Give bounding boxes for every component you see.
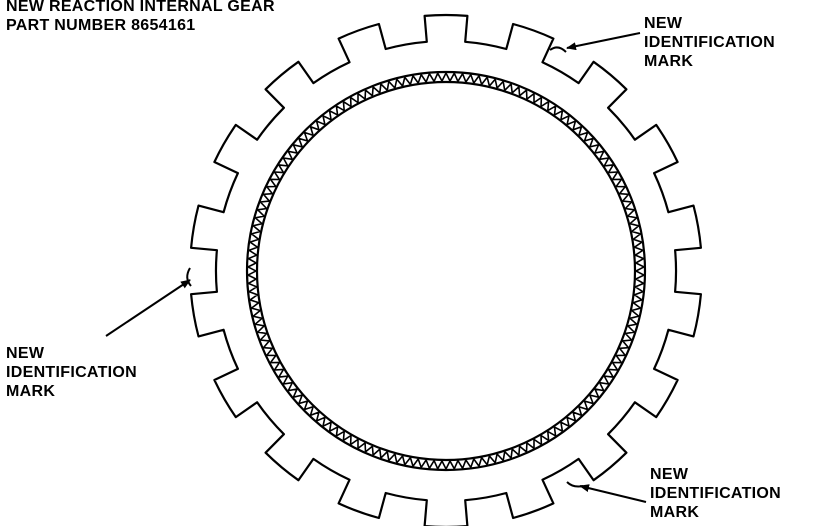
callout-top-right: NEW IDENTIFICATION MARK	[644, 14, 775, 71]
leader-arrow-left	[105, 279, 191, 337]
callout-top-right-line-3: MARK	[644, 53, 694, 70]
callout-left-line-3: MARK	[6, 383, 56, 400]
identification-mark-notch-top-right	[549, 46, 567, 53]
diagram-title: NEW REACTION INTERNAL GEAR PART NUMBER 8…	[6, 0, 275, 35]
title-line-2: PART NUMBER 8654161	[6, 17, 196, 34]
callout-bottom-right-line-2: IDENTIFICATION	[650, 485, 782, 502]
leader-arrow-bottom-right	[579, 484, 647, 503]
callout-bottom-right-line-1: NEW	[650, 466, 689, 483]
callout-top-right-line-2: IDENTIFICATION	[644, 34, 776, 51]
callout-left-line-2: IDENTIFICATION	[6, 364, 138, 381]
callout-bottom-right: NEW IDENTIFICATION MARK	[650, 465, 781, 522]
callout-left-line-1: NEW	[6, 345, 45, 362]
callout-top-right-line-1: NEW	[644, 15, 683, 32]
title-line-1: NEW REACTION INTERNAL GEAR	[6, 0, 275, 15]
gear-band-inner-edge	[255, 80, 637, 462]
identification-mark-notch-left	[186, 267, 192, 287]
callout-left: NEW IDENTIFICATION MARK	[6, 344, 137, 401]
leader-arrow-top-right	[566, 32, 641, 51]
callout-bottom-right-line-3: MARK	[650, 504, 700, 521]
